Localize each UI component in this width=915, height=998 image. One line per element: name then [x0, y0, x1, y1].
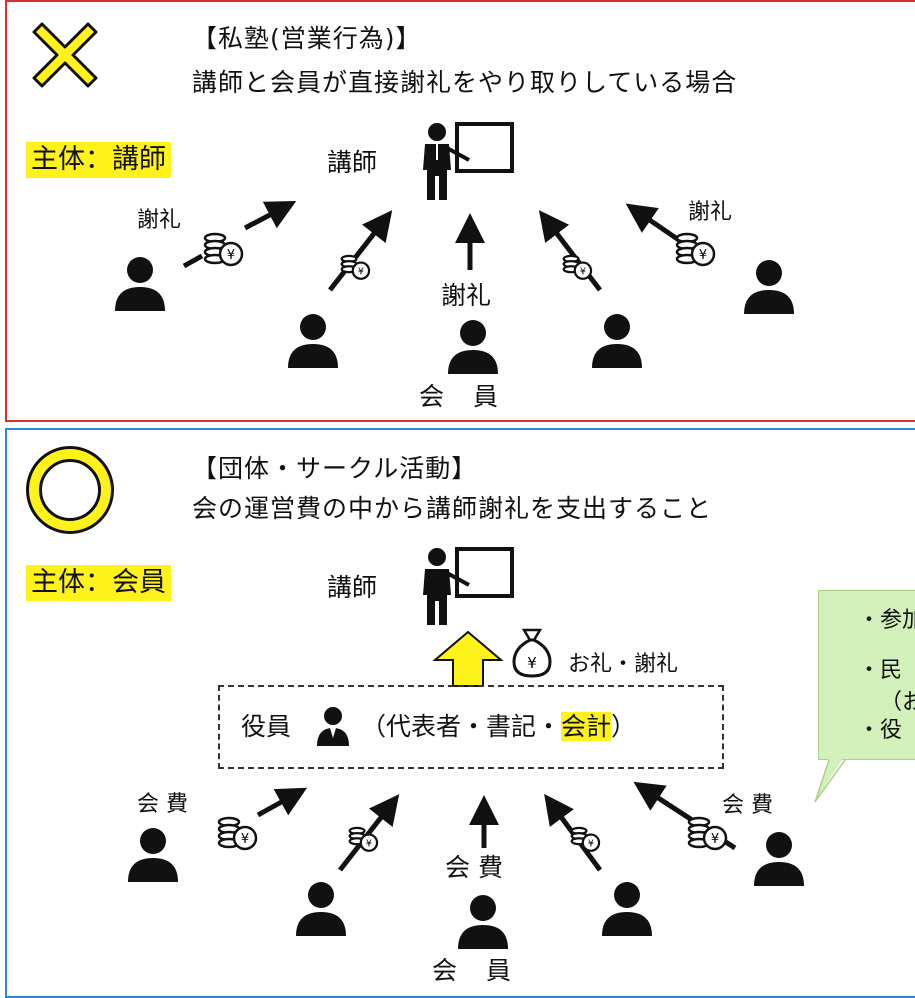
officers-roles: （代表者・書記・会計） [361, 712, 637, 741]
coins-icon: ¥ [340, 254, 371, 280]
top-fee-label-left: 謝礼 [137, 208, 182, 233]
officer-icon [317, 707, 349, 746]
callout-tail [814, 758, 846, 803]
top-fee-label-right: 謝礼 [688, 200, 733, 225]
private-tutoring-panel [5, 0, 915, 422]
svg-text:¥: ¥ [358, 266, 364, 277]
circle-mark-icon [26, 446, 114, 534]
money-bag-icon: ¥ [512, 628, 552, 678]
instructor-icon [423, 547, 514, 625]
coins-icon: ¥ [203, 232, 244, 267]
officers-label: 役員 [241, 712, 292, 741]
top-members-label: 会 員 [419, 382, 501, 411]
bottom-instructor-label: 講師 [327, 573, 378, 602]
payment-label: お礼・謝礼 [568, 652, 679, 677]
coins-icon: ¥ [562, 254, 593, 280]
svg-text:¥: ¥ [366, 838, 372, 849]
bottom-fee-label-left: 会 費 [137, 792, 188, 817]
svg-text:¥: ¥ [711, 832, 719, 847]
member-icon [754, 832, 804, 886]
top-title: 【私塾(営業行為)】 [192, 24, 422, 53]
callout-line-2: ・民 [858, 658, 903, 683]
callout-line-4: ・役 [858, 718, 903, 743]
coins-icon: ¥ [217, 816, 258, 851]
member-icon [744, 260, 794, 314]
instructor-icon [423, 122, 514, 200]
callout-bubble [818, 590, 915, 760]
member-icon [592, 314, 642, 368]
bottom-members-label: 会 員 [432, 956, 514, 985]
member-icon [296, 882, 346, 936]
cross-mark-icon [32, 22, 98, 88]
bottom-subject-label: 主体：会員 [26, 565, 171, 602]
top-instructor-label: 講師 [327, 148, 378, 177]
svg-text:¥: ¥ [580, 266, 586, 277]
accountant-highlight: 会計 [561, 712, 612, 741]
coins-icon: ¥ [675, 232, 716, 267]
svg-text:¥: ¥ [588, 838, 594, 849]
bottom-subtitle: 会の運営費の中から講師謝礼を支出すること [192, 494, 713, 523]
top-fee-label-center: 謝礼 [441, 281, 492, 310]
member-icon [602, 882, 652, 936]
svg-text:¥: ¥ [241, 832, 249, 847]
callout-line-1: ・参加 [858, 608, 915, 633]
member-icon [458, 895, 508, 949]
top-subject-label: 主体：講師 [26, 142, 171, 179]
svg-text:¥: ¥ [699, 248, 707, 263]
member-icon [448, 320, 498, 374]
officers-box [218, 685, 724, 769]
coins-icon: ¥ [570, 826, 601, 852]
callout-line-3: （お [880, 690, 915, 715]
member-icon [128, 828, 178, 882]
coins-icon: ¥ [687, 816, 728, 851]
svg-text:¥: ¥ [527, 654, 537, 672]
coins-icon: ¥ [348, 826, 379, 852]
member-icon [288, 314, 338, 368]
svg-text:¥: ¥ [227, 248, 235, 263]
bottom-title: 【団体・サークル活動】 [192, 454, 478, 483]
member-icon [115, 257, 165, 311]
top-subtitle: 講師と会員が直接謝礼をやり取りしている場合 [192, 68, 738, 97]
bottom-fee-label-right: 会 費 [722, 793, 773, 818]
bottom-fee-label-center: 会 費 [445, 853, 503, 882]
